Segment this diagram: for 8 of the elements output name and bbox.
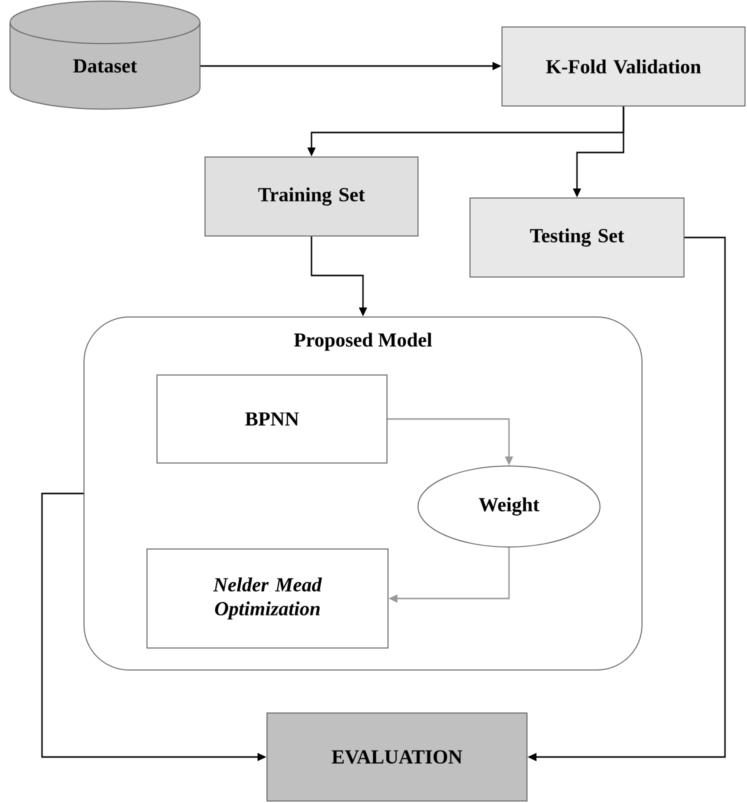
database-cylinder: Dataset	[10, 0, 200, 110]
process-box: EVALUATION	[266, 712, 528, 802]
process-box: Training Set	[204, 156, 418, 236]
process-box: K-Fold Validation	[502, 26, 746, 106]
ellipse-node: Weight	[418, 466, 600, 548]
process-box: Nelder Mead Optimization	[146, 548, 388, 648]
process-box: Testing Set	[470, 198, 684, 278]
process-box: BPNN	[156, 374, 388, 464]
